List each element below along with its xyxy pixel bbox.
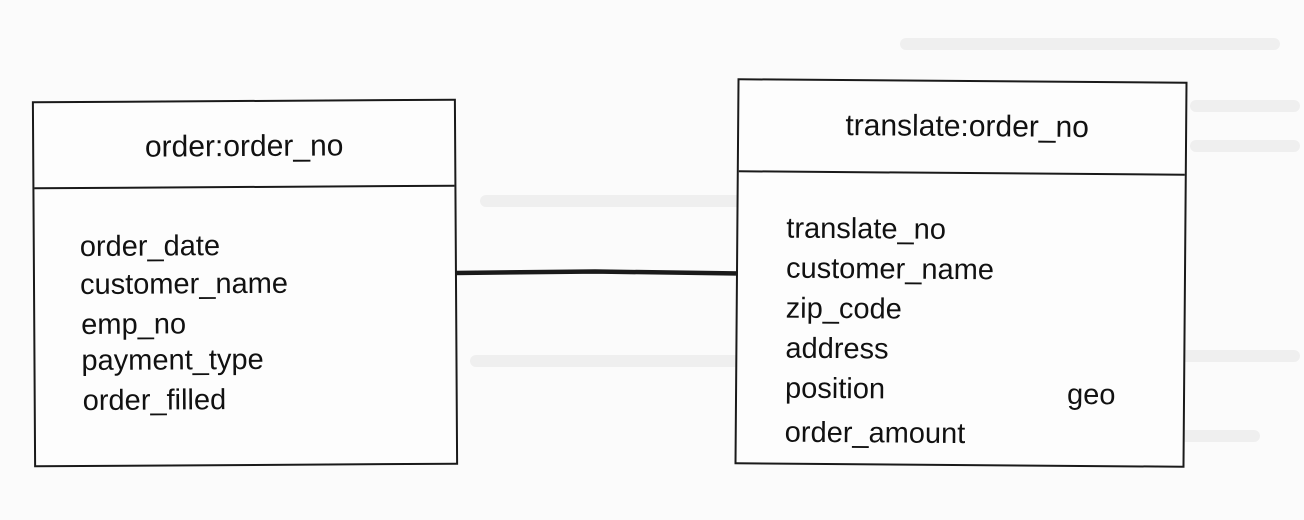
order-entity-title: order:order_no xyxy=(144,129,344,164)
translate-attribute: order_amount xyxy=(784,416,966,451)
scan-artifact xyxy=(900,38,1280,50)
order-attribute: emp_no xyxy=(81,308,187,342)
translate-entity-title: translate:order_no xyxy=(845,109,1090,144)
translate-attribute: customer_name xyxy=(785,252,995,287)
translate-entity-box: translate:order_no translate_no customer… xyxy=(734,78,1188,468)
order-entity-header: order:order_no xyxy=(33,100,455,190)
translate-attribute: position xyxy=(784,372,886,406)
order-attribute: order_date xyxy=(79,230,221,264)
scan-artifact xyxy=(1190,100,1300,112)
translate-entity-header: translate:order_no xyxy=(738,80,1186,176)
translate-attribute: address xyxy=(785,332,889,366)
translate-attribute: translate_no xyxy=(786,212,947,246)
translate-attribute: zip_code xyxy=(785,292,902,326)
translate-note: geo xyxy=(1066,378,1116,412)
scan-artifact xyxy=(470,355,750,367)
scan-artifact xyxy=(1190,140,1300,152)
scan-artifact xyxy=(480,195,780,207)
order-attribute: customer_name xyxy=(79,267,289,302)
order-entity-box: order:order_no order_date customer_name … xyxy=(31,98,459,468)
order-attribute: payment_type xyxy=(81,343,264,378)
relationship-line xyxy=(455,269,740,276)
order-attribute: order_filled xyxy=(82,384,227,417)
